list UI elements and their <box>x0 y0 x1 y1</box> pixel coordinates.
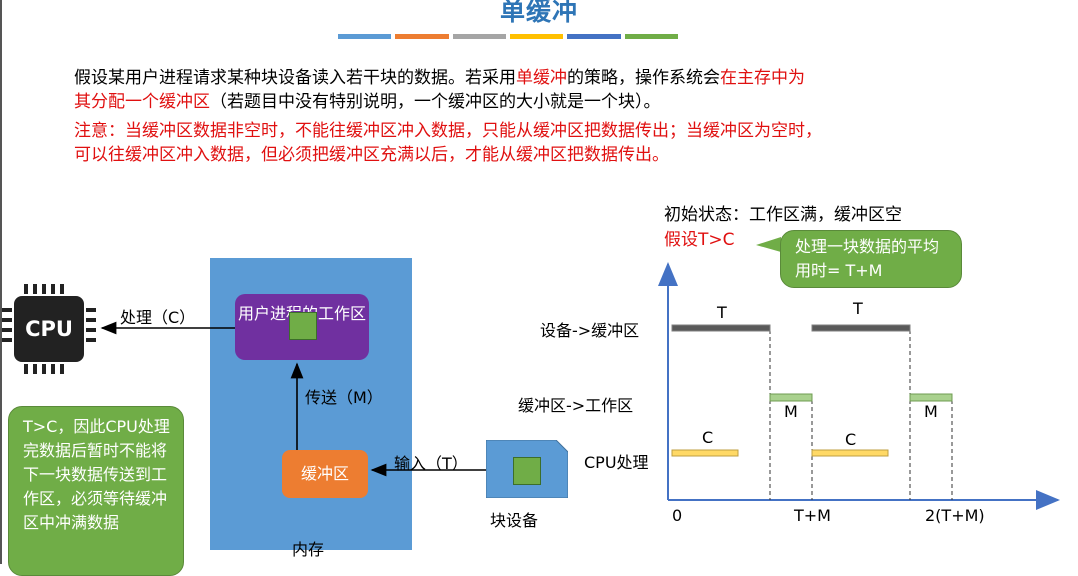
row-label-buffer-to-work: 缓冲区->工作区 <box>518 396 634 415</box>
bar-cpu-c-1 <box>671 449 739 457</box>
process-label: 处理（C） <box>120 308 196 327</box>
stripe-6 <box>624 34 678 39</box>
bar-buffer-m-2 <box>909 393 953 402</box>
stripe-3 <box>452 34 506 39</box>
intro-highlight-single-buffer: 单缓冲 <box>516 68 567 88</box>
x-tick-0: 0 <box>672 506 683 525</box>
intro-paragraph: 假设某用户进程请求某种块设备读入若干块的数据。若采用单缓冲的策略，操作系统会在主… <box>74 66 1034 114</box>
bar-label-c-2: C <box>845 430 857 449</box>
cpu-wait-note: T>C，因此CPU处理完数据后暂时不能将下一块数据传送到工作区，必须等待缓冲区中… <box>8 406 184 576</box>
note-line-1: 注意：当缓冲区数据非空时，不能往缓冲区冲入数据，只能从缓冲区把数据传出；当缓冲区… <box>74 121 822 141</box>
note-paragraph: 注意：当缓冲区数据非空时，不能往缓冲区冲入数据，只能从缓冲区把数据传出；当缓冲区… <box>74 119 1034 167</box>
bar-label-c-1: C <box>702 428 714 447</box>
bar-device-t-2 <box>811 324 911 332</box>
intro-highlight-main-memory: 在主存中为 <box>720 68 805 88</box>
stripe-5 <box>567 34 621 39</box>
bar-label-m-2: M <box>924 402 938 421</box>
work-area-data-block <box>289 312 317 340</box>
device-data-block <box>513 457 541 485</box>
row-label-device-to-buffer: 设备->缓冲区 <box>540 321 640 340</box>
intro-line-2: 其分配一个缓冲区（若题目中没有特别说明，一个缓冲区的大小就是一个块）。 <box>74 90 1034 114</box>
initial-state-label: 初始状态：工作区满，缓冲区空 <box>664 205 902 225</box>
bar-buffer-m-1 <box>769 393 813 402</box>
bar-device-t-1 <box>671 324 771 332</box>
x-tick-2-t-plus-m: 2(T+M) <box>925 506 985 525</box>
bar-cpu-c-2 <box>811 449 889 457</box>
block-device-label: 块设备 <box>490 511 539 530</box>
timeline-chart <box>658 262 1060 510</box>
bar-label-t-2: T <box>853 299 863 318</box>
intro-text-c: （若题目中没有特别说明，一个缓冲区的大小就是一个块）。 <box>210 92 661 112</box>
memory-label: 内存 <box>292 540 325 559</box>
intro-text-b: 的策略，操作系统会 <box>567 68 720 88</box>
assumption-label: 假设T>C <box>664 230 735 250</box>
stripe-4 <box>509 34 564 39</box>
stripe-2 <box>395 34 449 39</box>
x-tick-t-plus-m: T+M <box>794 506 831 525</box>
intro-text-a: 假设某用户进程请求某种块设备读入若干块的数据。若采用 <box>74 68 516 88</box>
transfer-label: 传送（M） <box>305 388 383 407</box>
flow-arrows <box>100 321 486 477</box>
row-label-cpu-process: CPU处理 <box>584 453 649 472</box>
slide-left-border <box>0 0 2 564</box>
bar-label-t-1: T <box>717 303 727 322</box>
average-time-note: 处理一块数据的平均用时= T+M <box>780 230 962 288</box>
bar-label-m-1: M <box>784 402 798 421</box>
stripe-1 <box>338 34 392 39</box>
note-line-2: 可以往缓冲区冲入数据，但必须把缓冲区充满以后，才能从缓冲区把数据传出。 <box>74 145 669 165</box>
intro-line-1: 假设某用户进程请求某种块设备读入若干块的数据。若采用单缓冲的策略，操作系统会在主… <box>74 66 1034 90</box>
intro-highlight-allocate: 其分配一个缓冲区 <box>74 92 210 112</box>
avg-note-pointer <box>756 237 781 252</box>
page-title: 单缓冲 <box>499 0 578 26</box>
cpu-chip-icon: CPU <box>14 296 84 362</box>
title-underline-stripes <box>338 34 678 40</box>
buffer-box: 缓冲区 <box>282 450 368 498</box>
input-label: 输入（T） <box>394 454 468 473</box>
